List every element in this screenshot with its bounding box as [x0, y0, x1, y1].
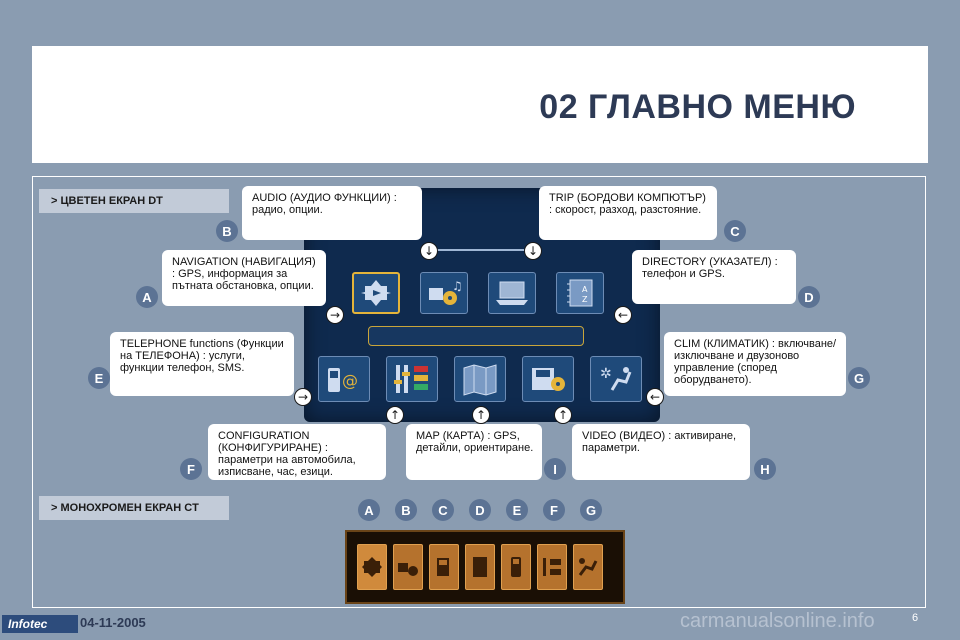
video-tile[interactable] [522, 356, 574, 402]
watermark: carmanualsonline.info [680, 610, 875, 632]
audio-icon [398, 563, 418, 576]
arrow-down-icon: ↓ [420, 242, 438, 260]
callout-trip: TRIP (БОРДОВИ КОМПЮТЪР) : скорост, разхо… [539, 186, 717, 240]
callout-video: VIDEO (ВИДЕО) : активиране, параметри. [572, 424, 750, 480]
mono-audio-tile[interactable] [393, 544, 423, 590]
mono-screen-display [345, 530, 625, 604]
mono-badge-g: G [580, 499, 602, 521]
mono-configuration-tile[interactable] [537, 544, 567, 590]
navigation-icon [361, 280, 391, 306]
settings-icon [543, 558, 561, 576]
mono-directory-tile[interactable] [465, 544, 495, 590]
climate-icon: ✲ [600, 366, 632, 391]
climate-icon [578, 558, 598, 576]
badge-g: G [848, 367, 870, 389]
address-book-icon: AZ [567, 279, 593, 307]
badge-e: E [88, 367, 110, 389]
svg-text:A: A [582, 285, 588, 294]
map-icon [463, 364, 497, 396]
badge-a: A [136, 286, 158, 308]
telephone-tile[interactable]: @ [318, 356, 370, 402]
address-book-icon [473, 557, 487, 577]
page-title: 02 ГЛАВНО МЕНЮ [539, 88, 856, 126]
badge-h: H [754, 458, 776, 480]
arrow-up-icon: ↑ [472, 406, 490, 424]
screen-status-bar [368, 326, 584, 346]
mono-badge-b: B [395, 499, 417, 521]
arrow-right-icon: → [326, 306, 344, 324]
page-number: 6 [912, 612, 919, 624]
fuel-icon [437, 558, 449, 576]
video-icon [532, 368, 565, 391]
section-mono-screen: > МОНОХРОМЕН ЕКРАН CT [39, 496, 229, 520]
header-panel: 02 ГЛАВНО МЕНЮ [32, 46, 928, 163]
svg-text:♫: ♫ [452, 279, 462, 293]
infotec-logo: Infotec [2, 615, 78, 633]
configuration-tile[interactable] [386, 356, 438, 402]
callout-telephone: TELEPHONE functions (Функции на ТЕЛЕФОНА… [110, 332, 294, 396]
callout-clim: CLIM (КЛИМАТИК) : включване/изключване и… [664, 332, 846, 396]
phone-icon: @ [328, 368, 358, 392]
laptop-icon [496, 281, 528, 305]
settings-sliders-icon [394, 365, 428, 393]
arrow-left-icon: ← [646, 388, 664, 406]
audio-tile[interactable]: ♫ [420, 272, 468, 314]
callout-map: MAP (КАРТА) : GPS, детайли, ориентиране. [406, 424, 542, 480]
badge-b: B [216, 220, 238, 242]
mono-badge-e: E [506, 499, 528, 521]
content-frame [32, 176, 926, 608]
phone-icon [511, 557, 521, 577]
mono-badge-f: F [543, 499, 565, 521]
mono-telephone-tile[interactable] [501, 544, 531, 590]
callout-configuration: CONFIGURATION (КОНФИГУРИРАНЕ) : параметр… [208, 424, 386, 480]
badge-f: F [180, 458, 202, 480]
screen-connector-line [426, 249, 524, 251]
section-color-screen: > ЦВЕТЕН ЕКРАН DT [39, 189, 229, 213]
badge-i: I [544, 458, 566, 480]
mono-badge-d: D [469, 499, 491, 521]
arrow-right-icon: → [294, 388, 312, 406]
svg-text:@: @ [342, 371, 358, 390]
mono-clim-tile[interactable] [573, 544, 603, 590]
arrow-left-icon: ← [614, 306, 632, 324]
navigation-tile[interactable] [352, 272, 400, 314]
arrow-up-icon: ↑ [386, 406, 404, 424]
map-tile[interactable] [454, 356, 506, 402]
svg-text:Z: Z [582, 295, 588, 304]
svg-text:✲: ✲ [600, 366, 612, 382]
mono-navigation-tile[interactable] [357, 544, 387, 590]
callout-navigation: NAVIGATION (НАВИГАЦИЯ) : GPS, информация… [162, 250, 326, 306]
mono-badge-a: A [358, 499, 380, 521]
arrow-down-icon: ↓ [524, 242, 542, 260]
clim-tile[interactable]: ✲ [590, 356, 642, 402]
footer-date: 04-11-2005 [80, 615, 146, 630]
badge-c: C [724, 220, 746, 242]
audio-icon: ♫ [429, 279, 462, 305]
badge-d: D [798, 286, 820, 308]
callout-directory: DIRECTORY (УКАЗАТЕЛ) : телефон и GPS. [632, 250, 796, 304]
navigation-icon [362, 557, 382, 577]
trip-tile[interactable] [488, 272, 536, 314]
mono-trip-tile[interactable] [429, 544, 459, 590]
callout-audio: AUDIO (АУДИО ФУНКЦИИ) : радио, опции. [242, 186, 422, 240]
arrow-up-icon: ↑ [554, 406, 572, 424]
mono-badge-c: C [432, 499, 454, 521]
